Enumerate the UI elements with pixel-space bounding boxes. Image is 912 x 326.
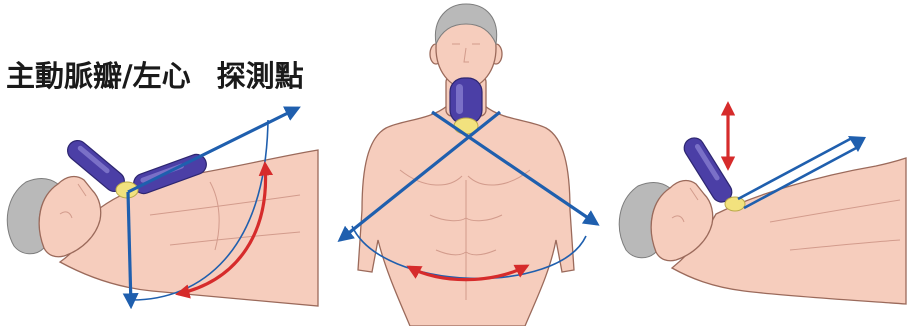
supine-side-view-right <box>619 104 906 304</box>
frontal-view-center <box>340 4 597 326</box>
supine-side-view-left <box>7 108 318 306</box>
